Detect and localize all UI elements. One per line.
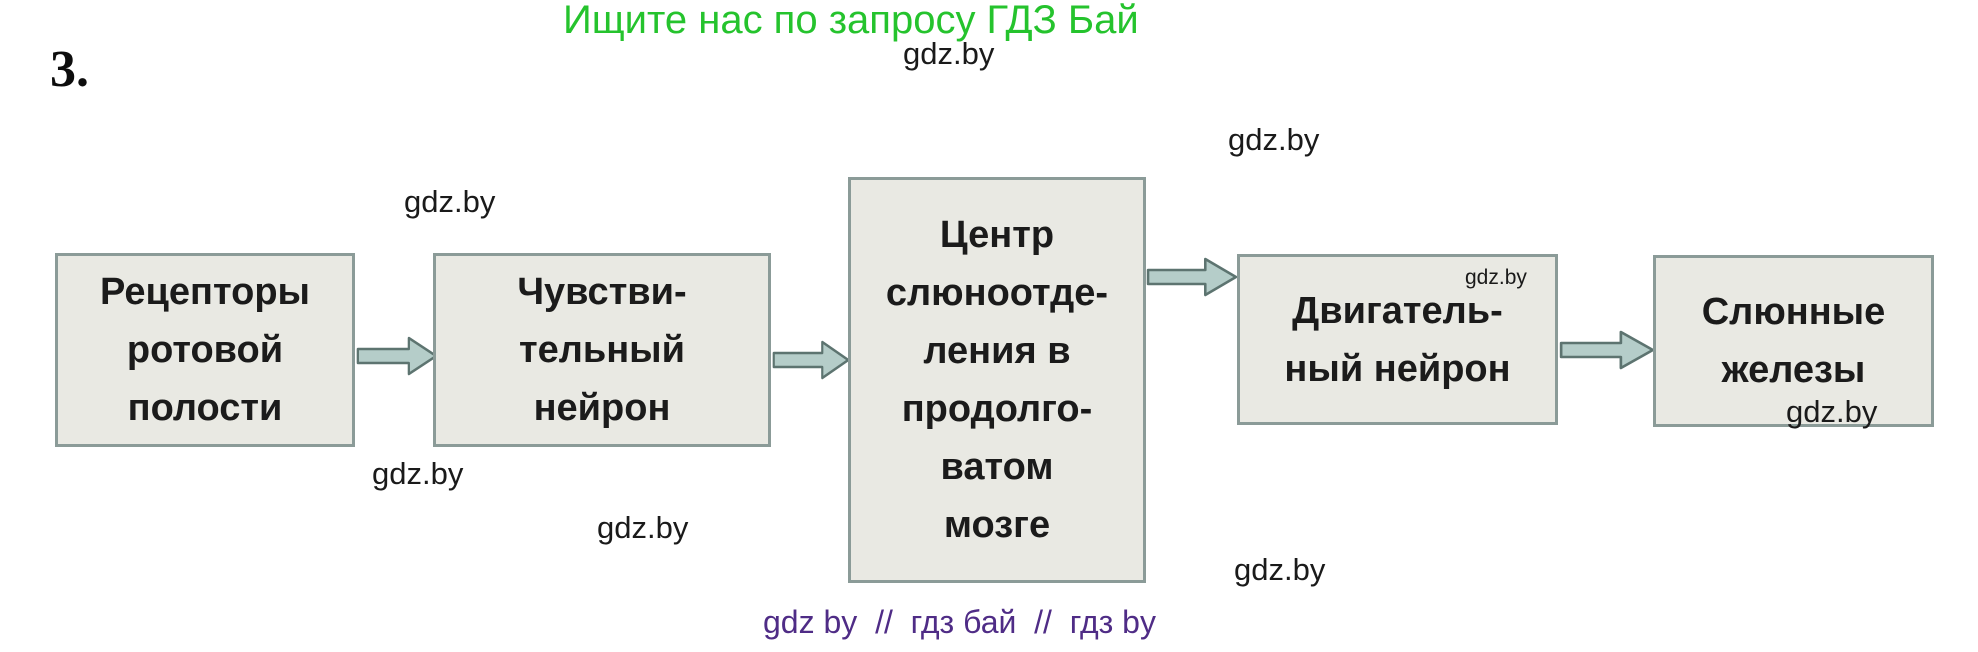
flow-box-motor-neuron-label: Двигатель- ный нейрон xyxy=(1284,289,1511,390)
flow-connector-1 xyxy=(356,334,438,378)
arrow-right-icon xyxy=(1559,330,1655,370)
watermark-gdzby: gdz.by xyxy=(1228,122,1320,157)
watermark-gdzby: gdz.by xyxy=(372,456,464,491)
flow-box-salivary-glands-label: Слюнные железы xyxy=(1701,291,1886,391)
exercise-number: 3. xyxy=(50,41,89,98)
flow-box-salivation-center: Центр слюноотде- ления в продолго- ватом… xyxy=(848,177,1146,583)
flow-box-salivary-glands: Слюнные железы xyxy=(1653,255,1934,427)
watermark-gdzby: gdz.by xyxy=(404,184,496,219)
flow-box-receptors: Рецепторы ротовой полости xyxy=(55,253,355,447)
flow-box-salivation-center-label: Центр слюноотде- ления в продолго- ватом… xyxy=(885,214,1109,546)
arrow-right-icon xyxy=(356,336,438,376)
watermark-gdzby: gdz.by xyxy=(1786,394,1878,429)
watermark-gdzby: gdz.by xyxy=(1234,552,1326,587)
watermark-gdzby: gdz.by xyxy=(597,510,689,545)
flow-box-receptors-label: Рецепторы ротовой полости xyxy=(100,271,310,429)
flow-box-sensory-neuron-label: Чувстви- тельный нейрон xyxy=(517,271,687,429)
flow-box-motor-neuron: Двигатель- ный нейрон xyxy=(1237,254,1558,425)
promo-banner-text: Ищите нас по запросу ГДЗ Бай xyxy=(563,0,1139,42)
footer-watermark-text: gdz by // гдз бай // гдз by xyxy=(763,604,1156,640)
flow-connector-4 xyxy=(1559,328,1655,372)
flow-box-sensory-neuron: Чувстви- тельный нейрон xyxy=(433,253,771,447)
arrow-right-icon xyxy=(772,340,850,380)
watermark-gdzby-top-center: gdz.by xyxy=(903,36,995,71)
flow-connector-2 xyxy=(772,338,850,382)
watermark-gdzby: gdz.by xyxy=(1465,266,1527,289)
flow-connector-3 xyxy=(1146,255,1238,299)
arrow-right-icon xyxy=(1146,257,1238,297)
